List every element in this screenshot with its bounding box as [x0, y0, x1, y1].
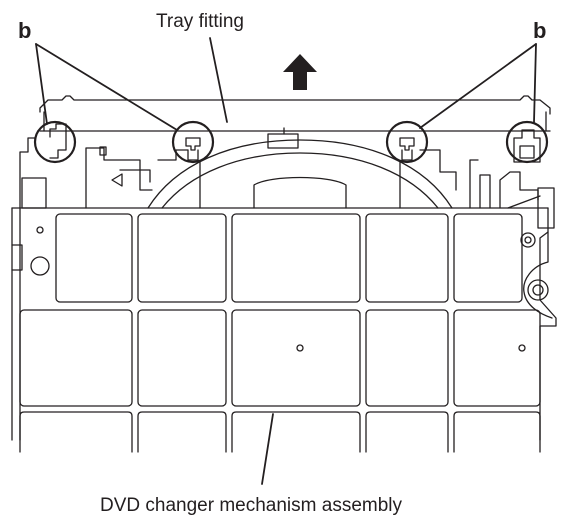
leader-assembly: [261, 413, 274, 485]
callout-label-b-left: b: [18, 18, 32, 43]
upper-mechanism: [19, 137, 555, 229]
leader-b-left-inner: [35, 43, 178, 131]
fitting-tabs: [49, 123, 541, 163]
chassis-cell-grid: [19, 213, 541, 453]
leader-b-left-outer: [35, 43, 48, 125]
tray-fitting-label: Tray fitting: [156, 11, 244, 32]
callout-circles: [33, 120, 549, 164]
arrow-up-icon: [283, 54, 317, 90]
callout-label-b-right: b: [533, 18, 547, 43]
leader-b-right-inner: [419, 43, 537, 129]
chassis-body: [11, 207, 557, 441]
assembly-label: DVD changer mechanism assembly: [100, 495, 403, 516]
leader-b-right-outer: [533, 43, 537, 123]
leader-tray-fitting: [209, 37, 228, 123]
tray-fitting-bar: [39, 95, 551, 132]
disc-turntable: [147, 127, 453, 209]
